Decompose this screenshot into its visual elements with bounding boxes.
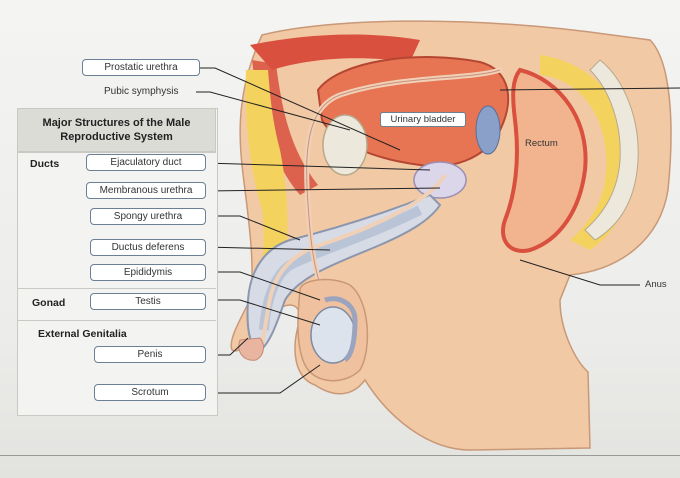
section-external-genitalia: External Genitalia bbox=[38, 328, 127, 340]
sacrum bbox=[584, 59, 639, 241]
divider-ducts bbox=[17, 152, 216, 153]
label-ejaculatory-duct[interactable]: Ejaculatory duct bbox=[86, 154, 206, 171]
label-penis[interactable]: Penis bbox=[94, 346, 206, 363]
label-anus: Anus bbox=[645, 279, 667, 290]
section-ducts: Ducts bbox=[30, 158, 60, 170]
label-urinary-bladder: Urinary bladder bbox=[380, 112, 466, 127]
epididymis-shape bbox=[324, 296, 358, 363]
label-epididymis[interactable]: Epididymis bbox=[90, 264, 206, 281]
urethra-path bbox=[260, 173, 447, 346]
muscle-wall bbox=[250, 34, 420, 70]
label-membranous-urethra[interactable]: Membranous urethra bbox=[86, 182, 206, 199]
rectum-shape bbox=[501, 67, 588, 253]
label-rectum: Rectum bbox=[525, 138, 558, 149]
label-prostatic-urethra[interactable]: Prostatic urethra bbox=[82, 59, 200, 76]
glans bbox=[238, 337, 264, 361]
seminal-vesicle bbox=[475, 105, 501, 155]
divider-external bbox=[17, 320, 216, 321]
fat-layer bbox=[245, 70, 288, 300]
label-ductus-deferens[interactable]: Ductus deferens bbox=[90, 239, 206, 256]
label-scrotum[interactable]: Scrotum bbox=[94, 384, 206, 401]
ductus-deferens-outline bbox=[306, 69, 501, 301]
label-spongy-urethra[interactable]: Spongy urethra bbox=[90, 208, 206, 225]
panel-title: Major Structures of the Male Reproductiv… bbox=[17, 108, 216, 152]
bottom-divider bbox=[0, 455, 680, 456]
label-testis[interactable]: Testis bbox=[90, 293, 206, 310]
label-pubic-symphysis: Pubic symphysis bbox=[104, 86, 179, 97]
section-gonad: Gonad bbox=[32, 297, 66, 309]
divider-gonad bbox=[17, 288, 216, 289]
